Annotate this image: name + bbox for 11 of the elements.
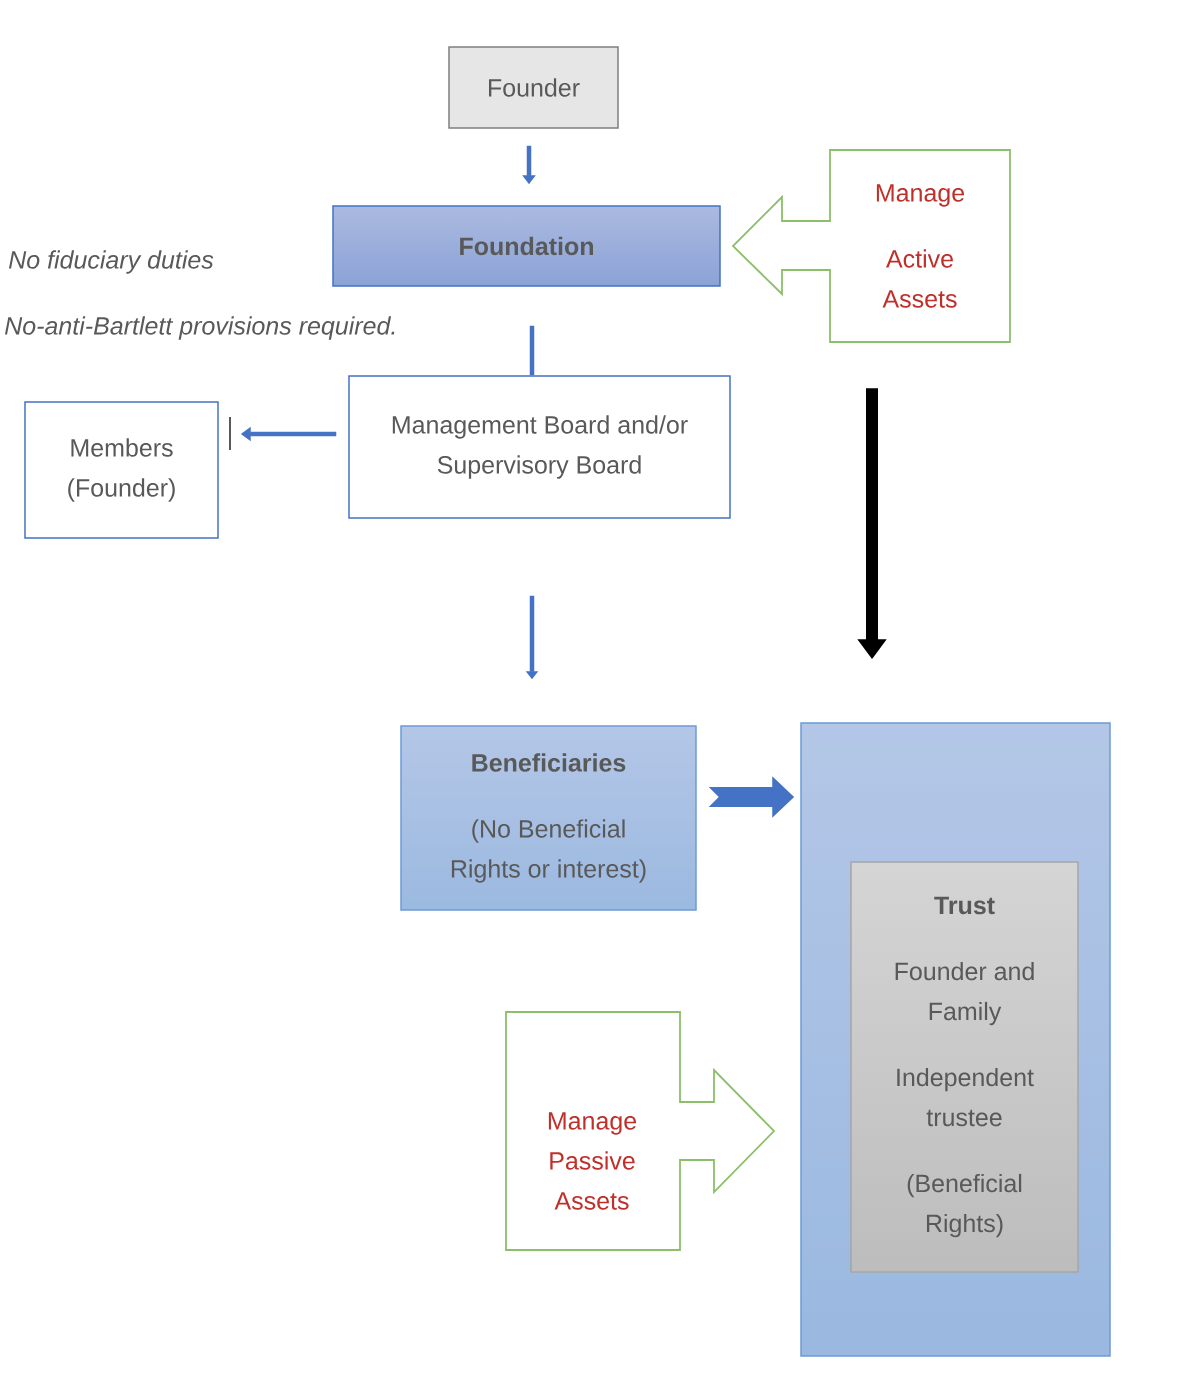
process-box: Members (Founder) xyxy=(24,401,219,539)
arrow-callout: Manage Passive Assets xyxy=(505,1011,776,1251)
arrow-callout: Manage Active Assets xyxy=(731,149,1011,343)
process-box: Management Board and/or Supervisory Board xyxy=(348,375,731,519)
process-box: Founder xyxy=(448,46,619,129)
process-box: Foundation xyxy=(332,205,721,287)
process-box: Beneficiaries (No Beneficial Rights or interest) xyxy=(400,725,697,911)
note-text: No-anti-Bartlett provisions required. xyxy=(4,316,395,340)
connector-line xyxy=(529,325,535,376)
note-text: No fiduciary duties xyxy=(8,250,214,274)
process-box: Trust Founder and Family Independent trustee (Beneficial Rights) xyxy=(850,861,1079,1273)
